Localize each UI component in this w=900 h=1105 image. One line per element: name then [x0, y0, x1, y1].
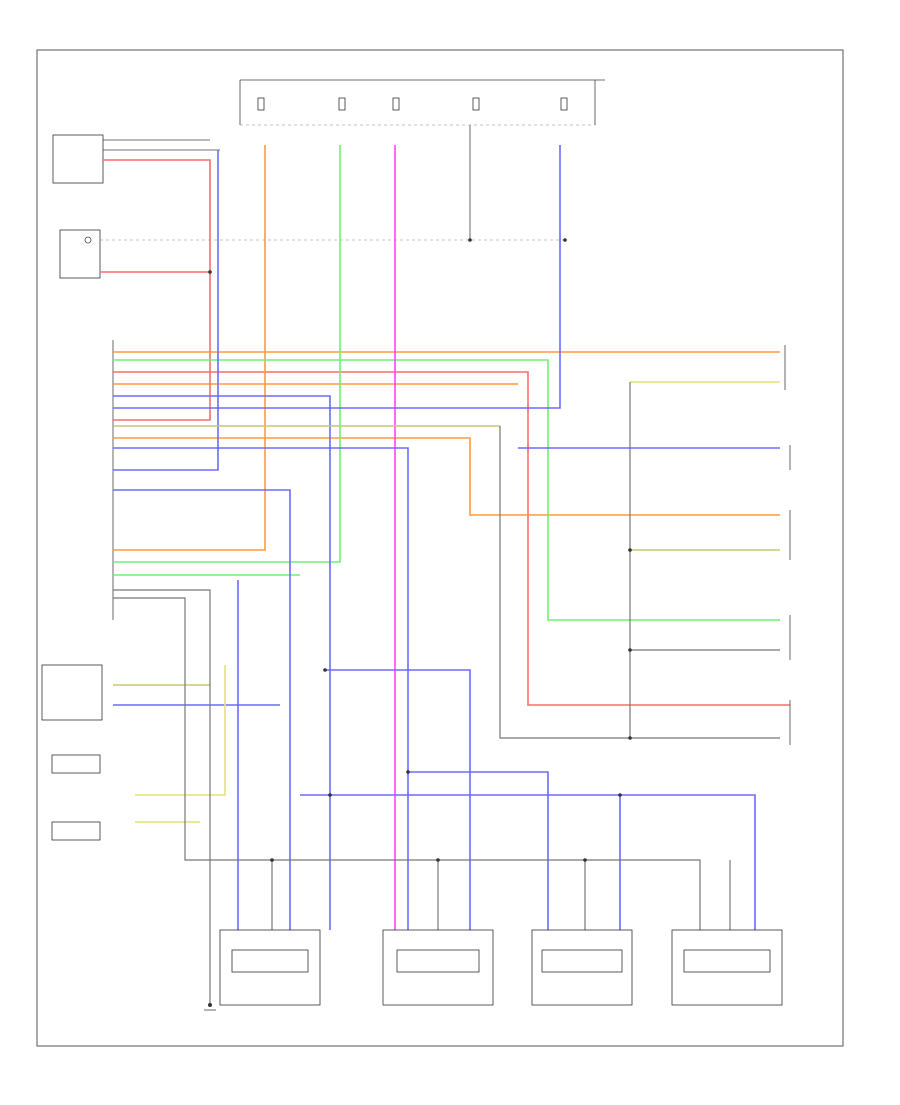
actuator-1 — [219, 929, 321, 1006]
wire-blue — [113, 145, 780, 930]
wire-green — [113, 145, 780, 621]
fuse-box — [239, 79, 605, 240]
wire-olive — [113, 425, 780, 686]
actuator-2 — [382, 929, 494, 1006]
sensor-top-left — [52, 134, 565, 279]
wire-orange — [113, 145, 780, 551]
wire-red — [100, 159, 790, 706]
diagram-frame — [36, 49, 844, 1047]
control-unit — [41, 340, 114, 841]
junction-dots — [208, 238, 632, 862]
wire-yellow — [135, 381, 780, 823]
actuator-4 — [671, 929, 783, 1006]
actuator-3 — [531, 929, 633, 1006]
right-connectors — [784, 345, 791, 745]
wire-gray — [113, 382, 780, 1005]
ground-symbol — [204, 1003, 216, 1011]
